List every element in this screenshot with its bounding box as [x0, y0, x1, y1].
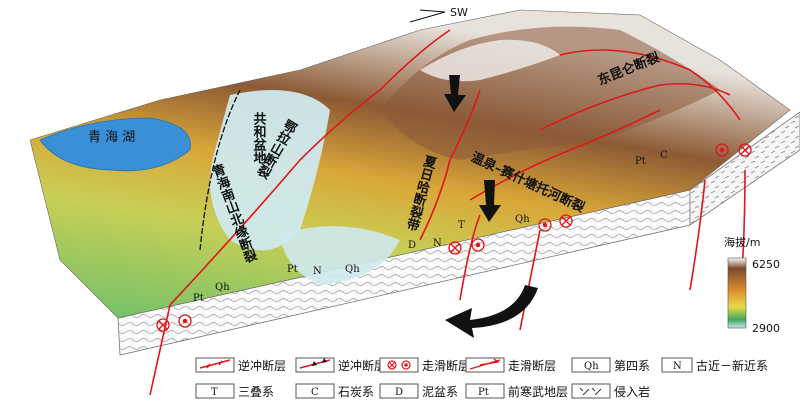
legend-label-9: 泥盆系: [422, 385, 458, 399]
arrow-down-1: [444, 75, 466, 112]
legend-code-qh: Qh: [584, 361, 599, 372]
strata-qh-1: Qh: [215, 282, 230, 293]
scale-max: 6250: [752, 258, 780, 271]
legend-code-c: C: [311, 387, 319, 398]
legend-label-5: 第四系: [614, 359, 650, 373]
scale-title: 海拔/m: [724, 235, 760, 249]
legend-label-11: 侵入岩: [614, 384, 650, 399]
strata-pt-3: Pt: [635, 156, 646, 167]
gonghe-basin-label: 共和盆地: [251, 111, 268, 165]
compass-label: SW: [450, 6, 468, 19]
strata-c-1: C: [660, 150, 668, 161]
legend-t-box: [195, 383, 235, 399]
kunlun-fault: [539, 82, 731, 131]
thrust-teeth-marks: [312, 358, 327, 366]
thrust-fault-icon: [199, 359, 231, 369]
strike-slip-arrow-icon: [469, 358, 501, 370]
arrow-down-2: [479, 180, 501, 222]
legend: 逆冲断层 逆冲断层 走滑断层 走滑断层 Qh 第四系 N 古近－新近系 T 三叠…: [195, 357, 768, 399]
strata-d-1: D: [408, 240, 416, 251]
legend-label-8: 石炭系: [338, 385, 374, 399]
fault-lines: [149, 29, 746, 396]
strata-n-2: N: [433, 238, 442, 249]
legend-code-d: D: [395, 387, 403, 398]
legend-d-box: [379, 383, 419, 399]
legend-label-1: 逆冲断层: [238, 358, 286, 373]
vertical-fault-1: [459, 214, 481, 301]
legend-strike-slip-box: [379, 357, 419, 373]
motion-arrows: [444, 75, 538, 338]
vertical-fault-5: [149, 304, 171, 396]
legend-label-10: 前寒武地层: [508, 384, 568, 399]
strata-qh-3: Qh: [515, 214, 530, 225]
elashan-fault: [169, 29, 451, 306]
scale-min: 2900: [752, 322, 780, 335]
gonghe-basin-label-group: 共和盆地: [251, 111, 268, 165]
compass-arrow-icon: [409, 9, 446, 23]
strike-slip-circle-icon: [387, 360, 411, 370]
gonghe-basin-area: [210, 90, 330, 251]
qinghai-lake: [39, 117, 191, 172]
strata-t-1: T: [458, 220, 465, 231]
strata-qh-2: Qh: [345, 264, 360, 275]
strike-slip-symbols: [156, 143, 752, 332]
scale-gradient-bar: [727, 257, 747, 329]
legend-qh-box: [571, 357, 611, 373]
strata-pt-1: Pt: [193, 293, 204, 304]
legend-label-3: 走滑断层: [422, 358, 470, 373]
big-curved-arrow: [445, 285, 538, 338]
kunlun-fault-branch: [559, 49, 741, 121]
legend-label-6: 古近－新近系: [696, 358, 768, 373]
legend-code-pt: Pt: [478, 387, 489, 398]
xiariha-fault: [419, 89, 481, 241]
strata-n-1: N: [313, 266, 322, 277]
legend-label-7: 三叠系: [238, 385, 274, 399]
elevation-scale: 海拔/m 6250 2900: [724, 235, 780, 335]
southern-basin-area: [280, 226, 400, 285]
snow-peaks: [420, 39, 560, 82]
legend-intrusive-box: [571, 383, 611, 399]
block-right-face: [689, 111, 800, 226]
strata-pt-2: Pt: [287, 264, 298, 275]
compass: SW: [409, 6, 468, 23]
legend-n-box: [661, 357, 693, 373]
qinghai-lake-label: 青 海 湖: [88, 130, 135, 145]
legend-code-n: N: [673, 361, 682, 372]
legend-c-box: [295, 383, 335, 399]
qinghainanshan-thrust: [199, 89, 241, 251]
legend-pt-box: [465, 383, 505, 399]
wenquan-fault: [469, 109, 661, 201]
legend-code-t: T: [211, 387, 218, 398]
vertical-fault-2: [519, 229, 541, 331]
legend-label-2: 逆冲断层: [338, 358, 386, 373]
intrusive-icon: [579, 387, 602, 396]
vertical-fault-3: [689, 179, 706, 291]
legend-label-4: 走滑断层: [508, 358, 556, 373]
